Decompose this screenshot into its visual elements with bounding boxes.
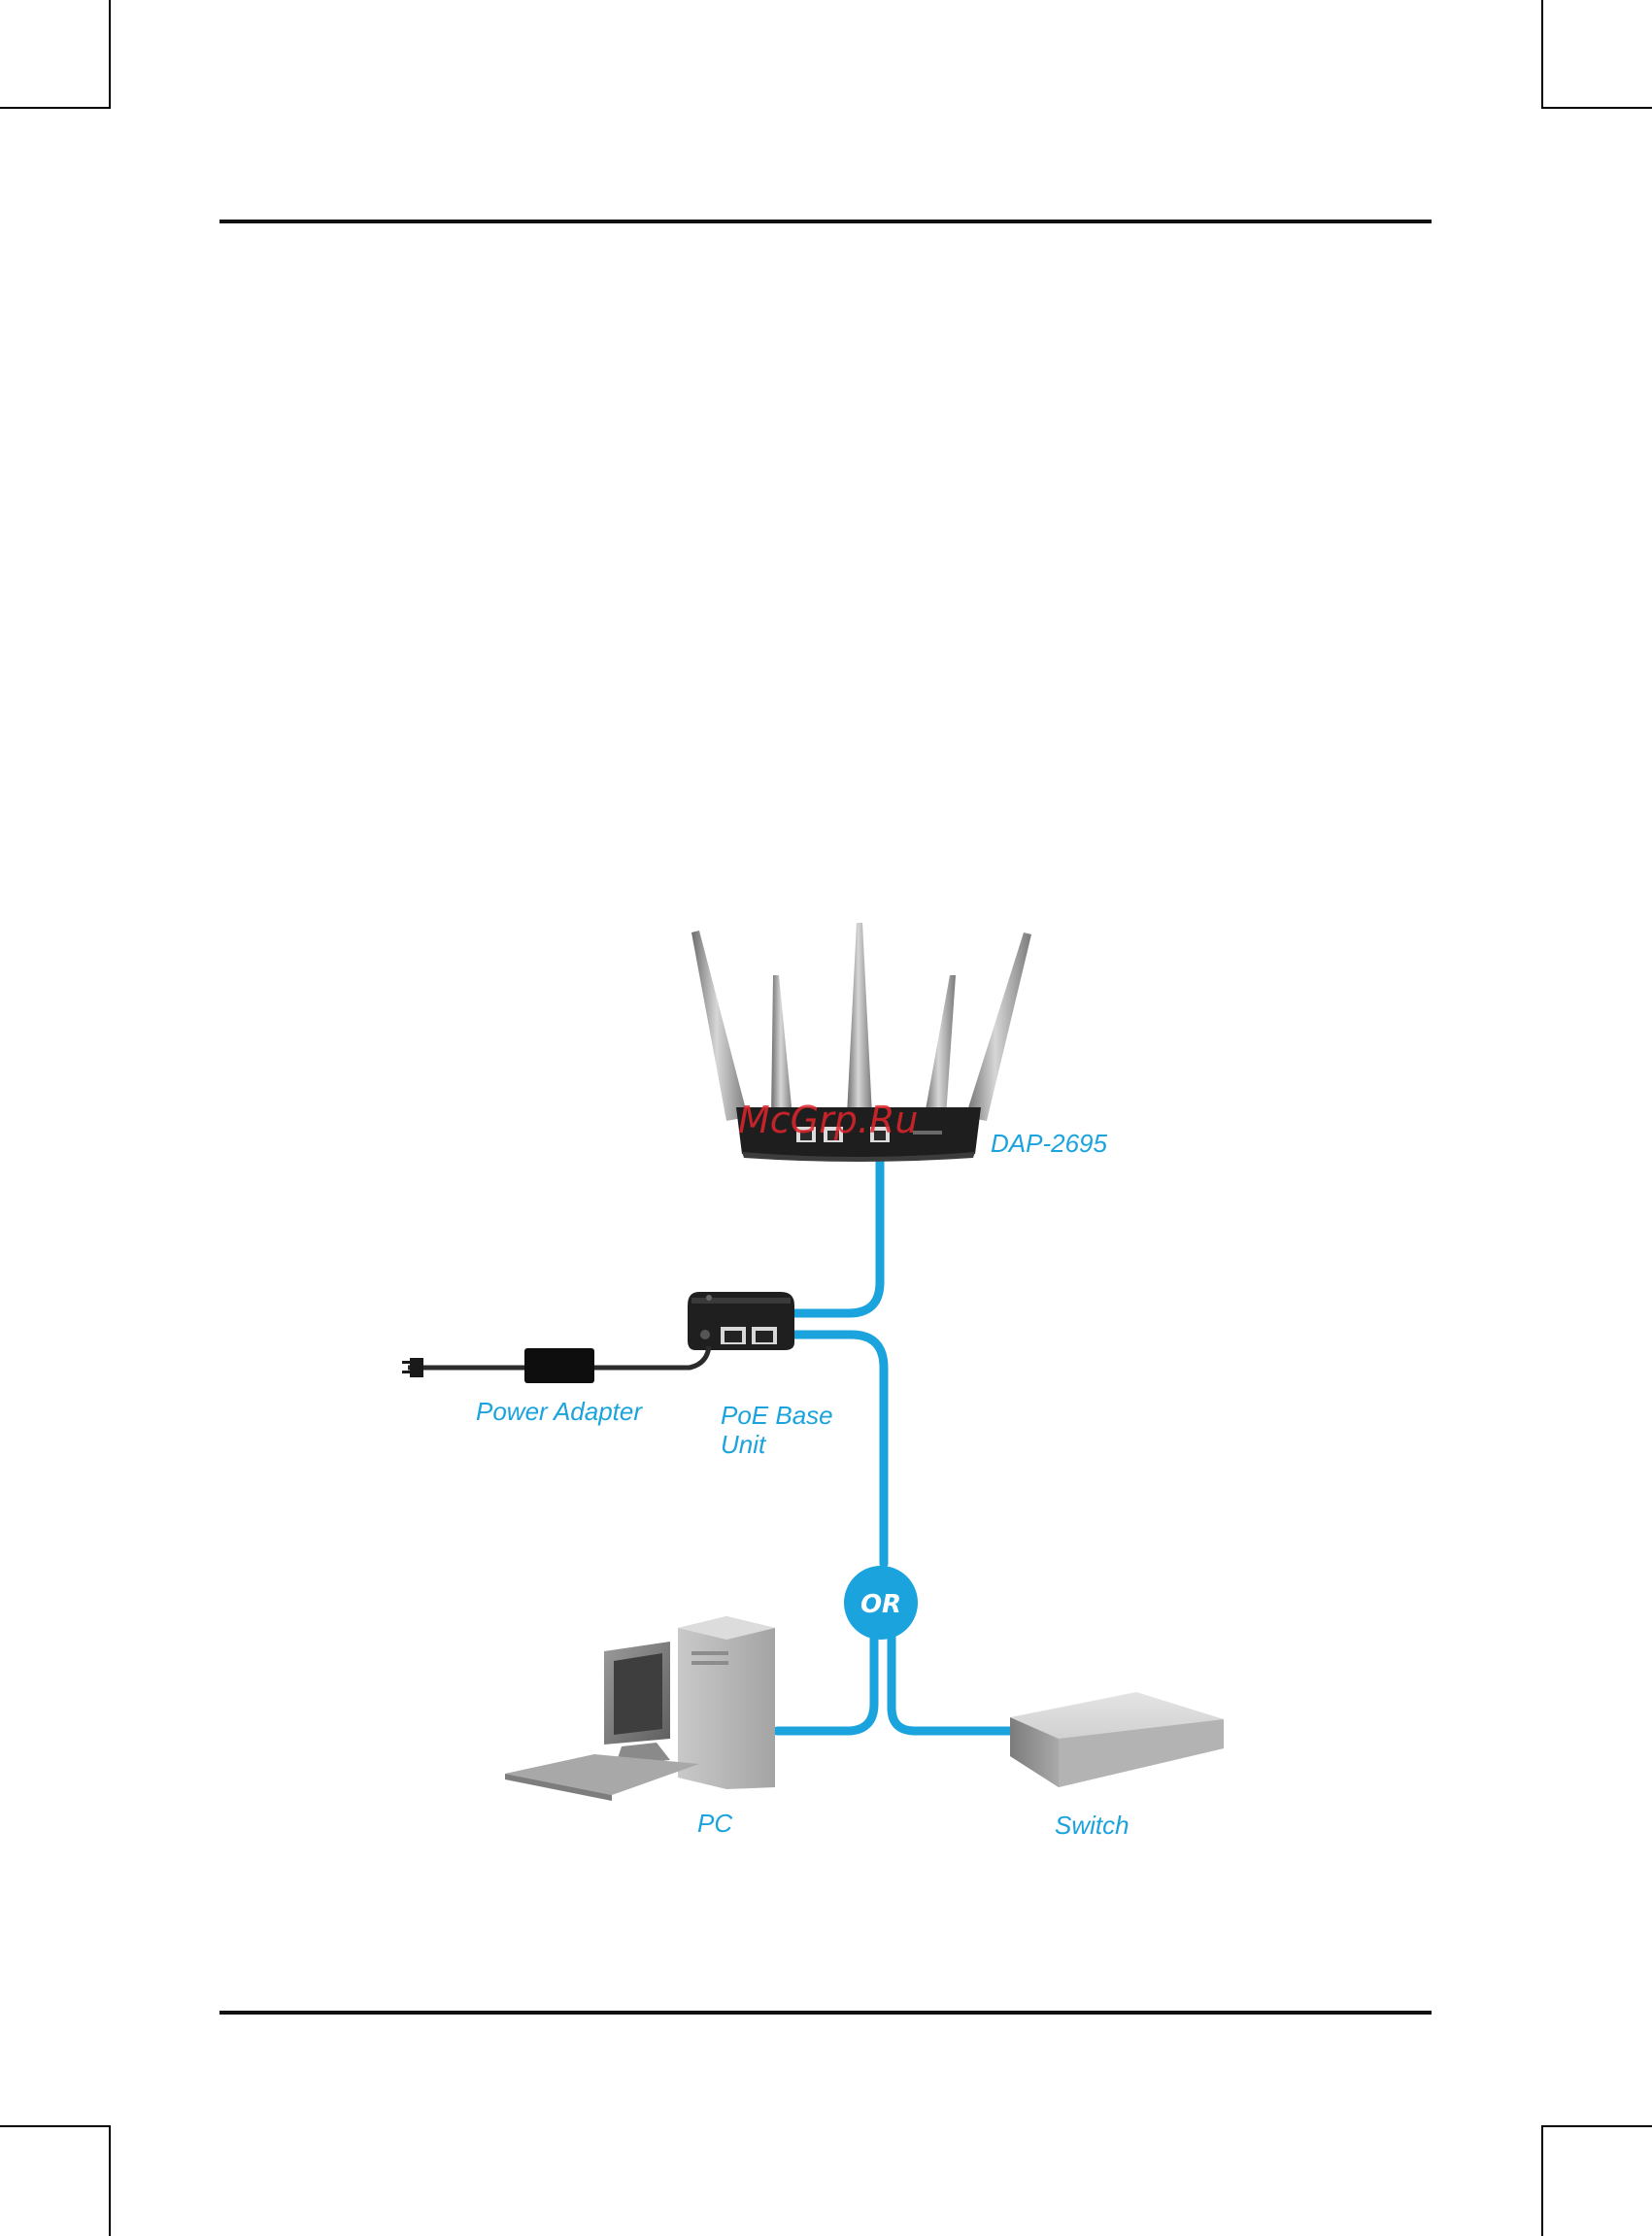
cable-poe-to-junction	[792, 1335, 884, 1564]
cable-junction-to-switch	[892, 1632, 1012, 1731]
poe-base-unit-label-line2: Unit	[721, 1430, 767, 1459]
antenna-icon	[847, 923, 872, 1115]
antenna-icon	[771, 975, 792, 1117]
or-label: OR	[860, 1590, 901, 1619]
cables	[777, 1142, 1012, 1731]
antenna-icon	[691, 931, 748, 1121]
switch-label: Switch	[1055, 1811, 1129, 1840]
access-point-label: DAP-2695	[991, 1129, 1107, 1158]
cable-ap-to-poe	[792, 1142, 880, 1313]
antenna-icon	[965, 932, 1031, 1121]
poe-base-unit-image	[688, 1292, 794, 1350]
or-badge: OR	[844, 1566, 918, 1640]
pc-label: PC	[697, 1809, 732, 1838]
watermark-text: McGrp.Ru	[738, 1099, 918, 1141]
pc-image	[505, 1616, 775, 1801]
poe-base-unit-label-line1: PoE Base	[721, 1401, 833, 1430]
antenna-icon	[925, 975, 956, 1117]
power-adapter-image	[402, 1346, 709, 1383]
cable-junction-to-pc	[777, 1632, 874, 1731]
power-adapter-label: Power Adapter	[476, 1397, 643, 1426]
switch-image	[1010, 1692, 1224, 1787]
